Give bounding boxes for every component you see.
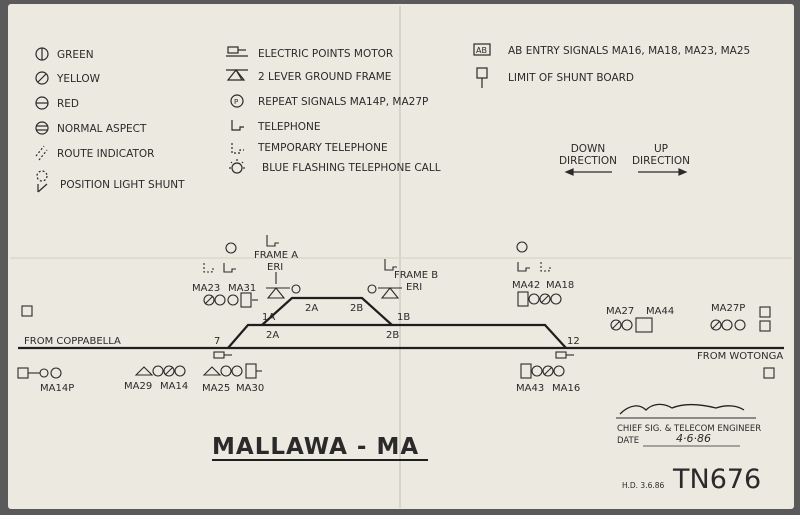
signal-label: MA18	[546, 280, 574, 291]
signal-label: MA27	[606, 306, 634, 317]
limit-of-shunt-board-icon	[759, 320, 771, 332]
engineer-signature	[619, 403, 745, 415]
telephone-icon	[266, 235, 279, 247]
frame-b: FRAME B ERI	[367, 259, 438, 299]
telephone-icon	[231, 120, 244, 131]
points-label: 1A	[262, 312, 275, 323]
signal-label: MA27P	[711, 303, 745, 314]
legend-green-label: GREEN	[57, 49, 94, 61]
loop-line	[227, 323, 567, 349]
repeat-signal-icon	[367, 284, 377, 294]
points-label: 2A	[305, 303, 318, 314]
legend-ab-entry-label: AB ENTRY SIGNALS MA16, MA18, MA23, MA25	[508, 45, 750, 57]
signal-label: MA43	[516, 383, 544, 394]
from-coppabella-label: FROM COPPABELLA	[24, 336, 121, 347]
temporary-telephone-icon	[540, 262, 553, 272]
legend-telephone-label: TELEPHONE	[257, 121, 321, 133]
from-wotonga-label: FROM WOTONGA	[697, 351, 783, 362]
frame-a-label: FRAME A	[254, 250, 298, 261]
repeat-signal-letter: P	[234, 98, 238, 106]
signal-label: MA16	[552, 383, 580, 394]
normal-aspect-icon	[35, 121, 49, 135]
legend-repeat-signals-label: REPEAT SIGNALS MA14P, MA27P	[258, 96, 428, 108]
signal-group-ma27-ma44: MA27 MA44 MA27P	[21, 303, 775, 379]
temporary-telephone-icon	[231, 143, 244, 154]
signal-group-ma23-ma31: MA23 MA31	[192, 283, 258, 308]
telephone-icon	[384, 259, 397, 271]
signal-label: MA23	[192, 283, 220, 294]
signal-label: MA42	[512, 280, 540, 291]
legend-temporary-telephone-label: TEMPORARY TELEPHONE	[257, 142, 388, 154]
legend-route-indicator-label: ROUTE INDICATOR	[57, 148, 154, 160]
signal-group-ma42-ma18: MA42 MA18	[512, 241, 574, 307]
track-labels: FROM COPPABELLA FROM WOTONGA 7 1A 2A 2A …	[24, 303, 783, 362]
legend-right	[473, 43, 491, 88]
legend-yellow-label: YELLOW	[56, 73, 101, 85]
legend-red-label: RED	[57, 98, 79, 110]
temporary-telephone-icon	[203, 263, 216, 273]
eri-label: ERI	[406, 282, 422, 293]
signal-label: MA31	[228, 283, 256, 294]
electric-points-motor-icon	[226, 46, 248, 57]
hd-note: H.D. 3.6.86	[622, 481, 665, 490]
crossover	[261, 296, 393, 326]
repeat-signal-icon	[291, 284, 301, 294]
ab-entry-icon-letters: AB	[476, 46, 487, 55]
drawing-number: TN676	[672, 464, 761, 495]
signal-label: MA30	[236, 383, 264, 394]
engineer-role-label: CHIEF SIG. & TELECOM ENGINEER	[617, 424, 761, 434]
blue-flashing-telephone-icon	[516, 241, 528, 253]
blue-flashing-telephone-icon	[229, 159, 245, 174]
date-label: DATE	[617, 436, 639, 446]
signal-label: MA14	[160, 381, 188, 392]
blue-flashing-telephone-icon	[225, 242, 237, 254]
limit-of-shunt-board-icon	[759, 306, 771, 318]
legend-middle: P	[226, 46, 248, 174]
legend-normal-aspect-label: NORMAL ASPECT	[57, 123, 147, 135]
points-label: 7	[214, 336, 220, 347]
signal-label: MA14P	[40, 383, 74, 394]
legend-middle-labels: ELECTRIC POINTS MOTOR 2 LEVER GROUND FRA…	[257, 48, 441, 174]
limit-of-shunt-board-icon	[763, 367, 775, 379]
signal-label: MA44	[646, 306, 674, 317]
limit-of-shunt-board-icon	[476, 67, 488, 88]
yellow-signal-icon	[35, 71, 49, 85]
ground-frame-icon	[266, 287, 290, 299]
repeat-signal-icon	[230, 94, 244, 108]
points-label: 1B	[397, 312, 410, 323]
legend-position-light-shunt-label: POSITION LIGHT SHUNT	[60, 179, 185, 191]
position-light-shunt-icon	[36, 170, 48, 193]
ground-frame-icon	[226, 69, 248, 81]
ab-entry-icon	[473, 43, 491, 56]
signal-label: MA29	[124, 381, 152, 392]
limit-of-shunt-board-icon	[21, 305, 33, 317]
legend-ground-frame-label: 2 LEVER GROUND FRAME	[258, 71, 391, 83]
points-label: 2B	[386, 330, 399, 341]
points-label: 2A	[266, 330, 279, 341]
signal-label: MA25	[202, 383, 230, 394]
legend-left-labels: GREEN YELLOW RED NORMAL ASPECT ROUTE IND…	[56, 49, 185, 191]
telephone-icon	[517, 262, 530, 272]
telephone-icon	[223, 263, 236, 273]
date-value: 4·6·86	[676, 432, 711, 445]
signal-group-lower: MA14P MA29 MA14 MA25 MA30 MA43 MA16	[17, 351, 580, 394]
points-label: 12	[567, 336, 580, 347]
eri-label: ERI	[267, 262, 283, 273]
frame-b-label: FRAME B	[394, 270, 438, 281]
track-layout	[18, 296, 784, 350]
frame-a: FRAME A ERI	[203, 235, 301, 299]
ground-frame-icon	[378, 287, 402, 299]
legend-limit-shunt-label: LIMIT OF SHUNT BOARD	[508, 72, 634, 84]
points-label: 2B	[350, 303, 363, 314]
legend-points-motor-label: ELECTRIC POINTS MOTOR	[258, 48, 393, 60]
drawing-title: MALLAWA - MA	[212, 434, 419, 460]
legend-blue-flashing-label: BLUE FLASHING TELEPHONE CALL	[262, 162, 441, 174]
legend-left	[35, 47, 49, 193]
